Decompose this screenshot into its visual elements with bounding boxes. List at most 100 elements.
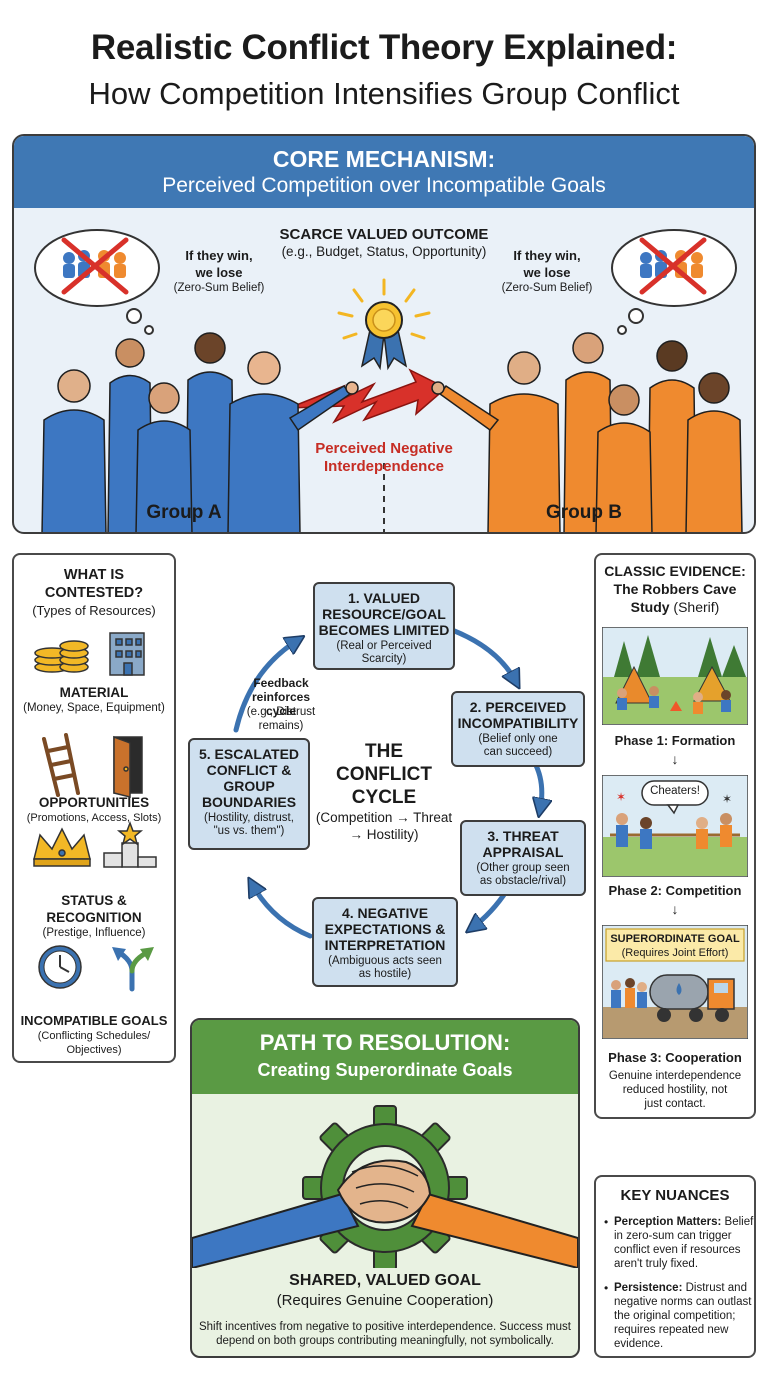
nuances-panel: KEY NUANCES • Perception Matters: Belief… [594,1175,756,1358]
nuance-2-line1: Persistence: Distrust and [614,1281,754,1295]
evidence-title-study: Study [630,599,670,615]
thought-left-line2: we lose [195,265,243,280]
group-b-people-icon [431,332,743,532]
phase2-arrow-icon: ↓ [671,901,679,917]
ladder-icon [42,733,80,797]
step2-h2: INCOMPATIBILITY [457,715,579,731]
step3-s2: as obstacle/rival) [479,875,567,887]
outcome-title: SCARCE VALUED OUTCOME [279,226,489,243]
thought-left-line1: If they win, [185,248,253,263]
contested-status-label-line1: STATUS & [61,893,127,908]
nuance-bullet-1-icon: • [604,1215,609,1229]
phase2-label: Phase 2: Competition [608,883,742,898]
evidence-note-line3: just contact. [644,1098,706,1110]
cycle-arrow-1-2 [449,627,516,682]
nuance-2-l5: evidence. [614,1338,664,1350]
step4-s1: (Ambiguous acts seen [328,955,442,967]
core-heading: CORE MECHANISM: [272,146,496,172]
nuance-1: Perception Matters: Belief in zero-sum c… [614,1215,754,1271]
core-illustration [34,229,743,532]
phase1-camp-image [602,627,748,725]
interdependence-line2: Interdependence [323,458,445,475]
step2-h1: 2. PERCEIVED [469,699,567,715]
nuance-1-bold: Perception Matters: [614,1216,722,1228]
step1-s1: (Real or Perceived [336,640,432,652]
nuance-2-l2: negative norms can outlast [614,1296,752,1308]
group-b-label: Group B [546,502,622,523]
cycle-center-note-line2: → Hostility) [349,827,419,842]
core-subheading: Perceived Competition over Incompatible … [162,174,606,197]
evidence-panel: CLASSIC EVIDENCE: The Robbers Cave Study… [594,553,756,1119]
contested-material-desc: (Money, Space, Equipment) [23,702,165,714]
evidence-note-line2: reduced hostility, not [622,1084,728,1096]
phase3-label: Phase 3: Cooperation [608,1050,742,1065]
thought-cloud-right-icon [611,229,737,335]
feedback-line4: remains) [258,720,304,732]
step5-h4: BOUNDARIES [201,794,297,810]
cycle-step-3: 3. THREAT APPRAISAL (Other group seen as… [460,820,586,896]
group-a-label: Group A [146,502,222,523]
step2-s1: (Belief only one [478,733,558,745]
thought-right-note: (Zero-Sum Belief) [501,282,593,294]
clock-icon [38,945,82,989]
resolution-heading: PATH TO RESOLUTION: [259,1030,511,1055]
thought-right-line2: we lose [523,265,571,280]
evidence-title-sherif: (Sherif) [669,599,720,615]
evidence-title-line3: Study (Sherif) [596,599,754,615]
resolution-goal: SHARED, VALUED GOAL [289,1272,481,1289]
contested-goals-label: INCOMPATIBLE GOALS [20,1013,168,1028]
nuance-bullet-2-icon: • [604,1281,609,1295]
step1-h1: 1. VALUED [347,590,421,606]
interdependence-line1: Perceived Negative [315,440,453,457]
goal-note: (Requires Joint Effort) [621,947,729,959]
nuance-1-l2: in zero-sum can trigger [614,1230,732,1242]
cycle-center-note-line1: (Competition → Threat [315,810,453,825]
cycle-step-4: 4. NEGATIVE EXPECTATIONS & INTERPRETATIO… [312,897,458,987]
coins-icon [34,640,89,673]
cycle-step-1: 1. VALUED RESOURCE/GOAL BECOMES LIMITED … [313,582,455,670]
cycle-center-line1: THE [365,741,403,762]
award-medal-icon [337,278,431,371]
step5-h2: CONFLICT & [206,762,292,778]
thought-cloud-left-icon [34,229,160,335]
door-icon [113,735,143,798]
step3-h1: 3. THREAT [487,828,559,844]
feedback-line1: Feedback [253,676,309,690]
step3-s1: (Other group seen [476,862,570,874]
building-icon [109,632,145,676]
cycle-arrow-5-1 [233,640,298,733]
step5-s1: (Hostility, distrust, [204,812,294,824]
core-header: CORE MECHANISM: Perceived Competition ov… [14,136,754,208]
evidence-note-line1: Genuine interdependence [608,1070,742,1082]
contested-goals-desc-line2: Objectives) [66,1044,122,1056]
page-title: Realistic Conflict Theory Explained: [90,28,678,67]
step4-h3: INTERPRETATION [324,937,446,953]
resolution-subheading: Creating Superordinate Goals [257,1060,513,1080]
nuance-2-l3: the original competition; [614,1310,736,1322]
step5-h1: 5. ESCALATED [198,746,300,762]
cycle-step-2: 2. PERCEIVED INCOMPATIBILITY (Belief onl… [451,691,585,767]
resolution-text-line1: Shift incentives from negative to positi… [198,1321,572,1333]
handshake-gear-icon [192,1105,578,1268]
nuance-2-bold: Persistence: [614,1282,683,1294]
nuance-1-l3: conflict even if resources [614,1244,741,1256]
step2-s2: can succeed) [483,746,553,758]
nuances-title: KEY NUANCES [620,1187,730,1204]
step5-s2: "us vs. them") [213,825,285,837]
contested-title-line2: CONTESTED? [44,585,144,601]
split-arrows-icon [112,947,154,992]
phase1-arrow-icon: ↓ [671,751,679,767]
step4-h1: 4. NEGATIVE [341,905,429,921]
phase1-label: Phase 1: Formation [614,733,736,748]
resolution-header: PATH TO RESOLUTION: Creating Superordina… [192,1020,578,1094]
podium-icon [103,820,157,868]
resolution-goal-note: (Requires Genuine Cooperation) [276,1292,494,1309]
phase3-truck-image [602,925,748,1039]
page-subtitle: How Competition Intensifies Group Confli… [88,76,680,111]
cycle-arrow-4-5 [252,884,313,939]
contested-panel: WHAT IS CONTESTED? (Types of Resources) [12,553,176,1063]
contested-opportunities-label: OPPORTUNITIES [38,795,150,810]
contested-status-label-line2: RECOGNITION [46,910,142,925]
phase2-tug-image: ✶ ✶ [602,775,748,877]
contested-opportunities-desc: (Promotions, Access, Slots) [26,812,162,824]
